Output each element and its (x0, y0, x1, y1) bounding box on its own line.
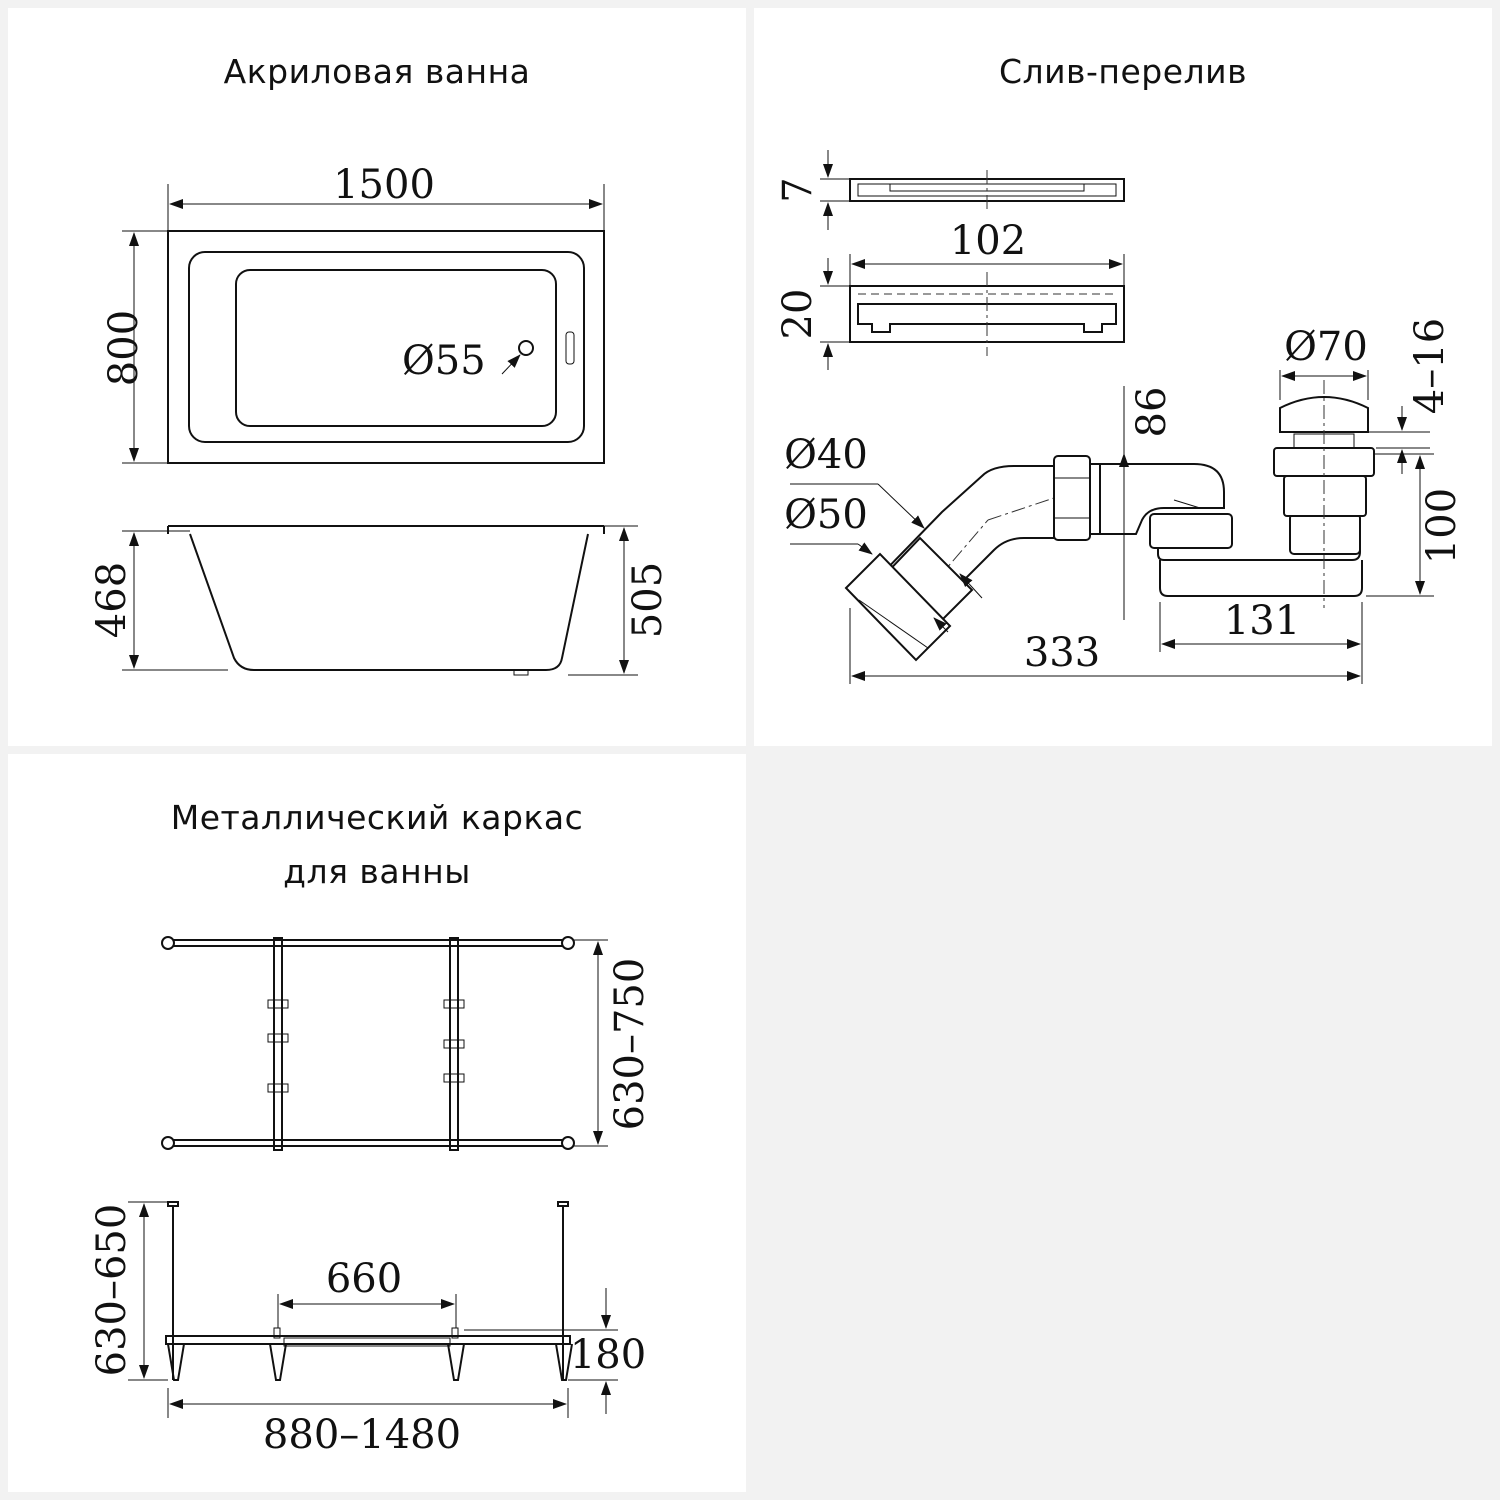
dim-frame-length-range: 880–1480 (263, 1412, 461, 1458)
drain-hole (518, 340, 534, 356)
frame-title-line2: для ванны (283, 852, 471, 891)
tub-title: Акриловая ванна (223, 52, 531, 91)
dim-overflow-height: 86 (1129, 387, 1175, 438)
dim-tub-width: 800 (101, 310, 147, 386)
dim-tub-depth: 468 (89, 562, 135, 638)
tub-panel: Акриловая ванна 1500 800 Ø55 (8, 8, 746, 746)
drain-assembly (790, 370, 1434, 684)
dim-total-length: 333 (1024, 630, 1100, 676)
dim-cap-diameter: Ø70 (1284, 324, 1368, 370)
dim-plate-height: 20 (775, 289, 821, 340)
frame-drawing: 630–750 (89, 936, 653, 1458)
dim-plate-length: 102 (950, 218, 1026, 264)
dim-pipe-outer: Ø50 (784, 492, 868, 538)
overflow-plate-side (820, 254, 1125, 370)
tub-plan-view (122, 184, 605, 464)
drain-drawing: 7 102 20 (775, 150, 1465, 684)
tub-side-view (122, 525, 638, 676)
dim-tub-length: 1500 (333, 162, 435, 208)
frame-top-view (161, 936, 608, 1151)
dim-plate-thickness: 7 (775, 177, 821, 202)
dim-pipe-inner: Ø40 (784, 432, 868, 478)
tub-drawing: 1500 800 Ø55 468 505 (89, 162, 671, 676)
frame-title-line1: Металлический каркас (170, 798, 584, 837)
overflow-plate-top (820, 150, 1125, 230)
dim-cap-gap: 4–16 (1407, 318, 1453, 414)
drain-title: Слив-перелив (998, 52, 1248, 91)
dim-frame-top-width: 630–750 (607, 958, 653, 1131)
dim-trap-height: 100 (1419, 488, 1465, 564)
dim-frame-leg-height: 630–650 (89, 1204, 135, 1377)
dim-frame-foot-height: 180 (570, 1332, 646, 1378)
dim-tub-height: 505 (625, 562, 671, 638)
dim-frame-crossbar-span: 660 (326, 1256, 402, 1302)
frame-panel: Металлический каркас для ванны (8, 754, 746, 1492)
empty-panel (754, 754, 1492, 1492)
dim-trap-width: 131 (1224, 598, 1300, 644)
frame-side-view (128, 1201, 618, 1418)
dim-drain-diameter: Ø55 (402, 338, 486, 384)
drain-panel: Слив-перелив 7 (754, 8, 1492, 746)
